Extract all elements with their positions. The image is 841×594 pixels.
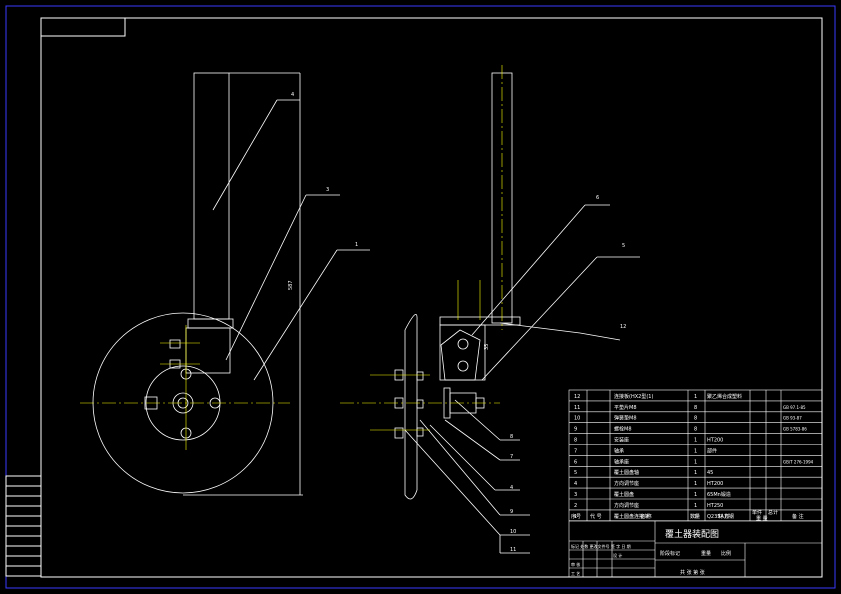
sign-row-3: 审 核 (571, 561, 580, 567)
sheet-frame (5, 5, 836, 589)
part-name: 弹簧垫M8 (614, 415, 637, 422)
part-qty: 1 (694, 459, 697, 465)
side-balloons: 6 5 12 8 7 4 9 10 11 35 (484, 195, 626, 553)
front-view (92, 72, 370, 496)
part-name: 方向调节座 (614, 480, 639, 487)
part-material: HT200 (707, 481, 723, 487)
part-name: 覆土圆盘连接架 (614, 513, 649, 520)
header-qty: 数量 (690, 513, 700, 520)
part-qty: 1 (694, 448, 697, 454)
balloon-8: 8 (510, 434, 513, 440)
stage-label: 阶段标记 (660, 550, 680, 557)
part-qty: 1 (694, 503, 697, 509)
part-name: 连接板(HX2型(1) (614, 393, 653, 400)
balloon-4-side: 4 (510, 485, 513, 491)
part-qty: 1 (694, 514, 697, 520)
part-no: 1 (574, 514, 577, 520)
part-name: 安装座 (614, 437, 629, 444)
front-centerlines (80, 325, 290, 450)
header-name: 名 称 (640, 513, 652, 520)
part-qty: 1 (694, 481, 697, 487)
balloon-3: 3 (326, 187, 329, 193)
dimension-height: 587 (288, 280, 294, 290)
balloon-5: 5 (622, 243, 625, 249)
dimension-offset: 35 (484, 344, 490, 350)
sheet-labels: 共 张 第 张 (680, 569, 705, 576)
part-material: HT250 (707, 503, 723, 509)
part-name: 螺栓M8 (614, 426, 632, 433)
header-weight: 重 量 (756, 515, 768, 522)
part-name: 轴承座 (614, 458, 629, 465)
balloon-11: 11 (510, 547, 516, 553)
balloon-4: 4 (291, 92, 294, 98)
weight-label: 重量 (701, 550, 711, 557)
header-material: 材 料 (718, 513, 730, 520)
part-std: GB 97.1-85 (783, 405, 806, 410)
part-qty: 1 (694, 470, 697, 476)
header-remark: 备 注 (792, 513, 804, 520)
part-qty: 1 (694, 438, 697, 444)
balloon-9: 9 (510, 509, 513, 515)
part-qty: 8 (694, 416, 697, 422)
part-qty: 8 (694, 427, 697, 433)
part-name: 覆土圆盘轴 (614, 469, 639, 476)
part-no: 9 (574, 427, 577, 433)
part-name: 方向调节座 (614, 502, 639, 509)
part-material: 聚乙烯合成塑料 (707, 393, 742, 400)
part-no: 8 (574, 438, 577, 444)
balloon-12: 12 (620, 324, 626, 330)
part-no: 3 (574, 492, 577, 498)
part-material: Q235A方钢 (707, 513, 734, 520)
part-no: 2 (574, 503, 577, 509)
part-qty: 8 (694, 405, 697, 411)
part-material: 65Mn锻造 (707, 491, 731, 498)
part-no: 11 (574, 405, 580, 411)
part-no: 12 (574, 394, 580, 400)
balloon-7: 7 (510, 454, 513, 460)
part-std: GB 93-87 (783, 416, 802, 421)
header-total: 总计 (768, 509, 778, 516)
sign-row-1: 标记 处数 更改文件号 签 字 日 期 (571, 543, 631, 549)
part-qty: 1 (694, 394, 697, 400)
front-balloons: 4 3 1 587 (288, 92, 358, 290)
part-no: 10 (574, 416, 580, 422)
parts-list (568, 389, 823, 578)
part-material: 45 (707, 470, 713, 476)
part-qty: 1 (694, 492, 697, 498)
sign-row-4: 工 艺 (571, 571, 580, 576)
part-std: GB/T 276-1994 (783, 459, 814, 464)
balloon-10: 10 (510, 529, 516, 535)
drawing-title: 覆土器装配图 (665, 528, 719, 540)
balloon-6: 6 (596, 195, 599, 201)
balloon-1: 1 (355, 242, 358, 248)
part-no: 5 (574, 470, 577, 476)
part-name: 轴承 (614, 447, 624, 454)
side-centerlines (340, 65, 503, 431)
part-no: 6 (574, 459, 577, 465)
part-material: HT200 (707, 438, 723, 444)
part-material: 部件 (707, 447, 717, 454)
header-unit: 单件 (752, 509, 762, 516)
part-std: GB 5783-86 (783, 427, 807, 432)
sign-row-2: 设 计 (613, 552, 622, 558)
header-code: 代 号 (590, 513, 602, 520)
side-view (394, 72, 640, 554)
part-no: 7 (574, 448, 577, 454)
scale-label: 比例 (721, 550, 731, 557)
header-seq: 序号 (571, 513, 581, 520)
part-no: 4 (574, 481, 577, 487)
part-name: 覆土圆盘 (614, 491, 634, 498)
part-name: 平垫片M8 (614, 404, 637, 411)
